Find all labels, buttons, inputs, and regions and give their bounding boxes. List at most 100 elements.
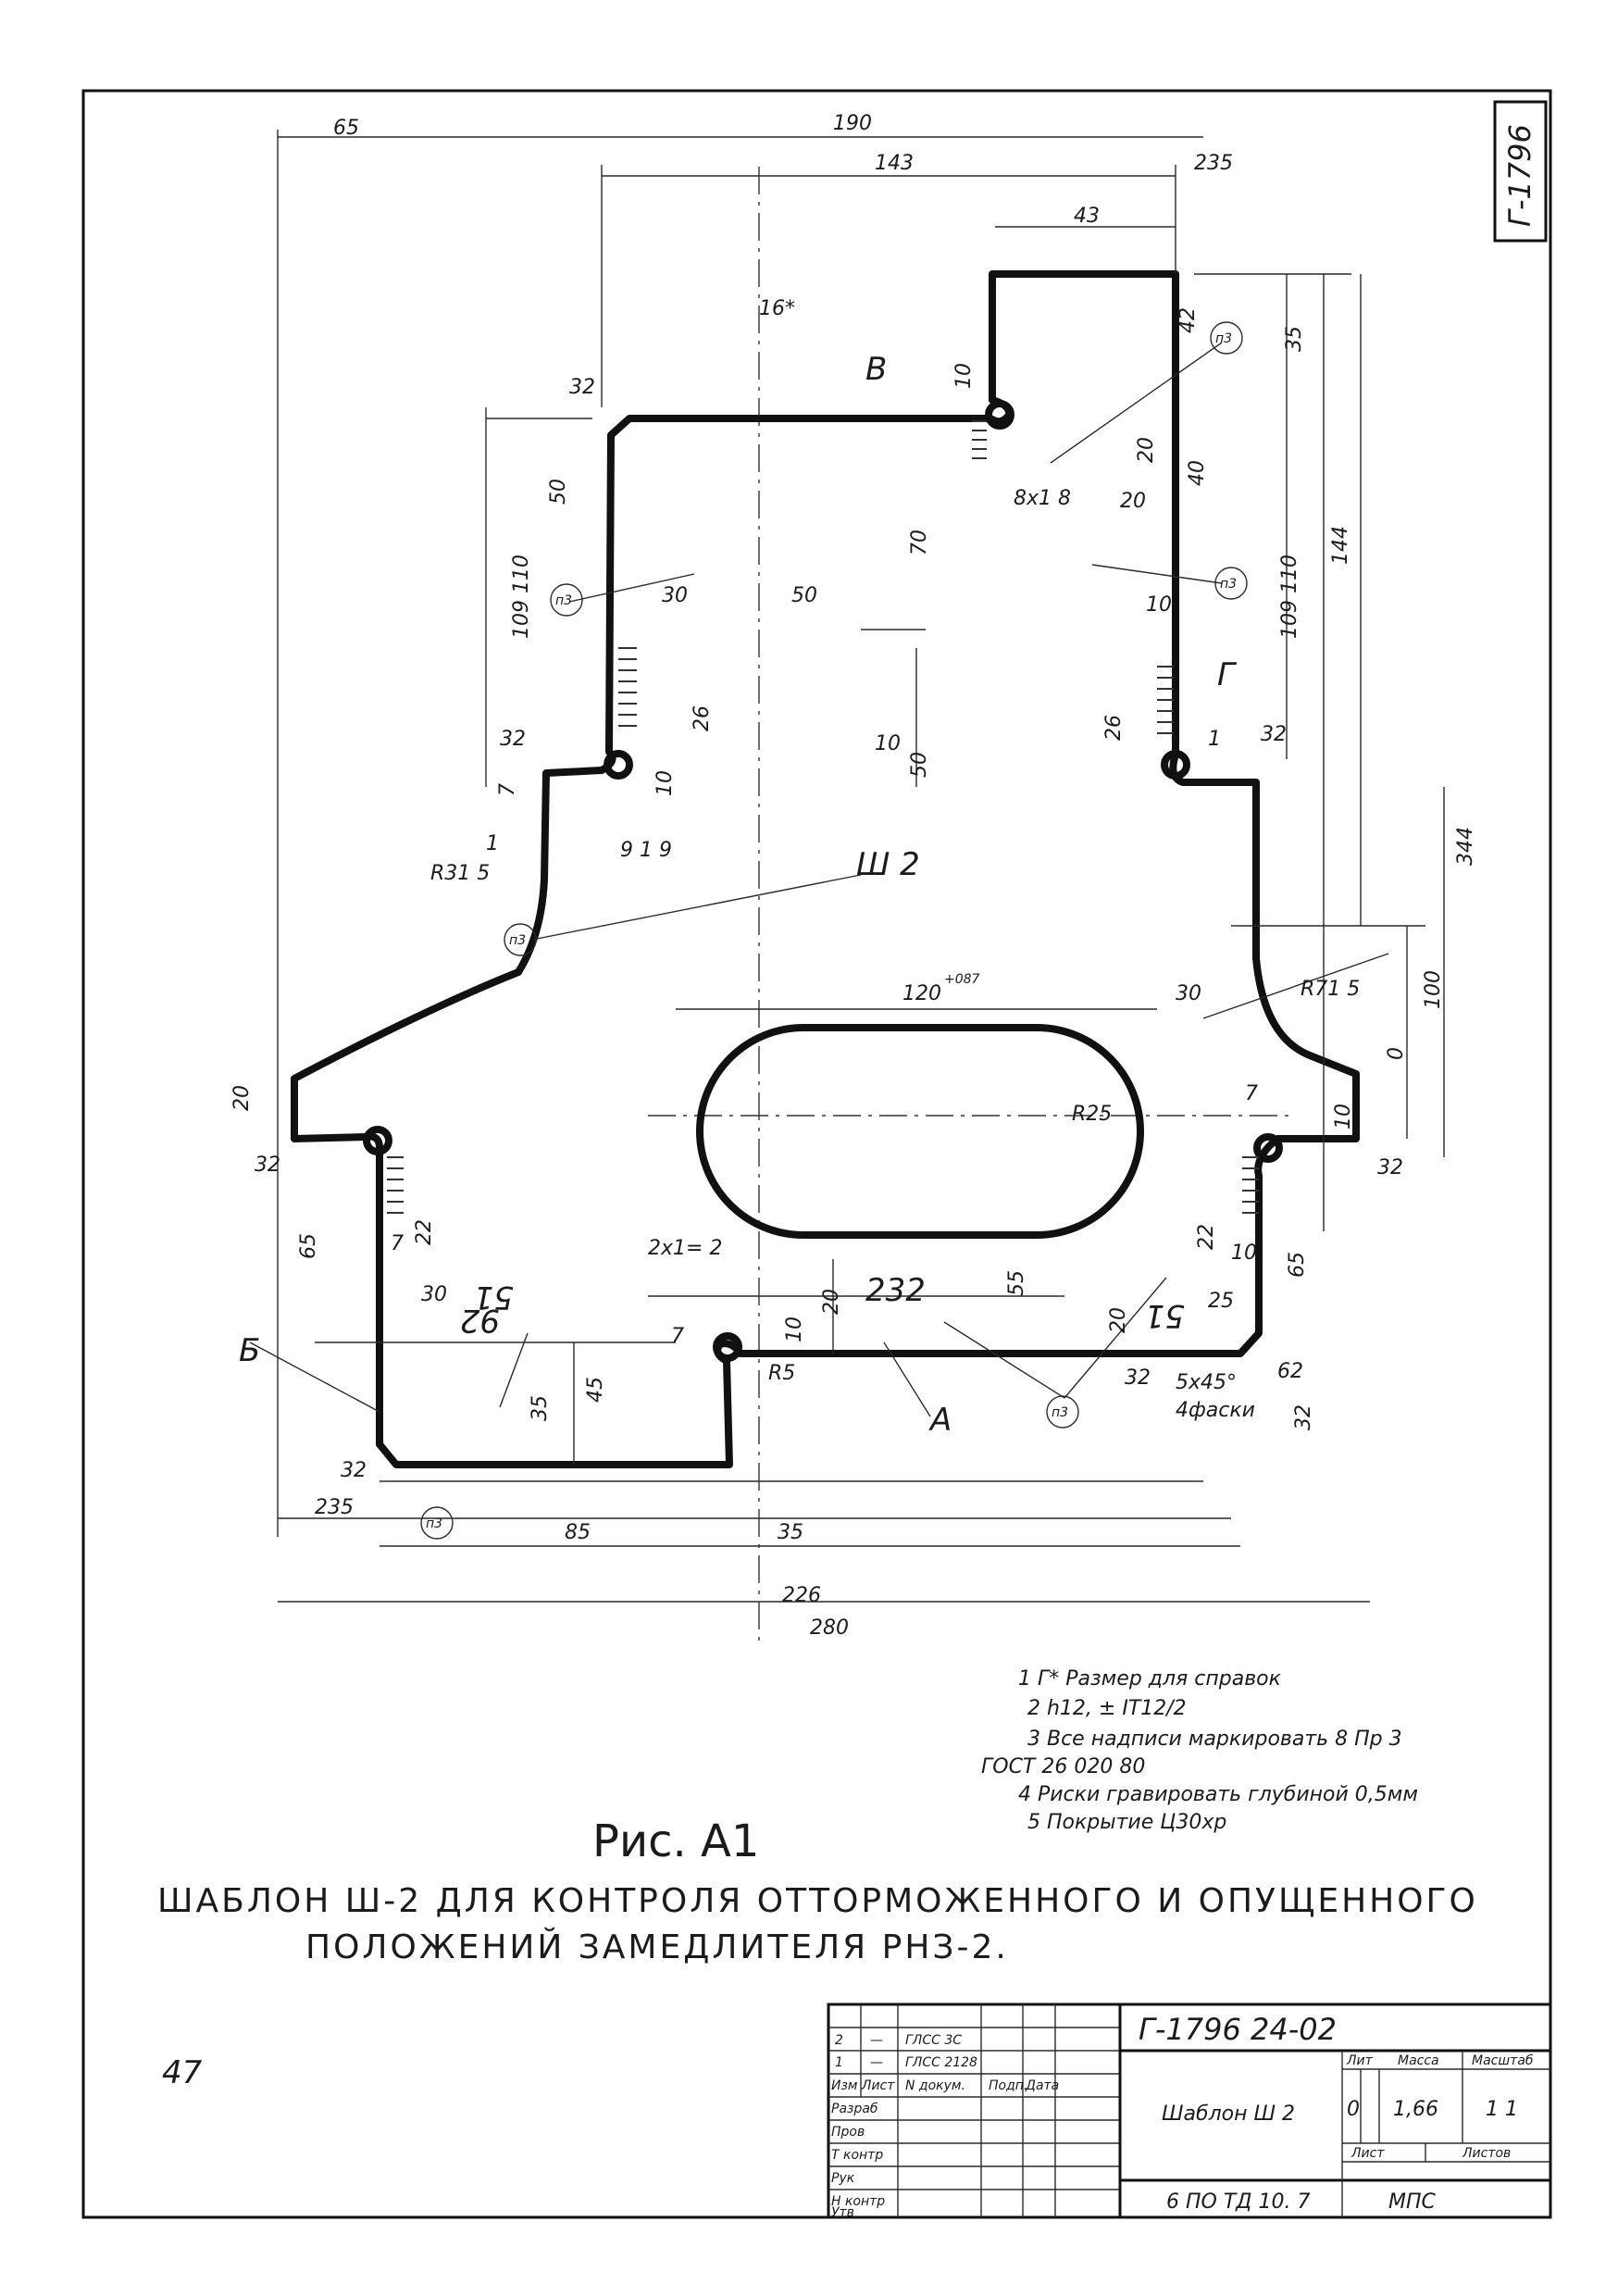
dim-35-b: 35 <box>529 1395 552 1421</box>
note-2: 2 h12, ± IT12/2 <box>1027 1697 1187 1720</box>
leader-lines <box>249 342 1389 1417</box>
dim-32-b: 32 <box>1125 1366 1151 1390</box>
dim-30-c: 30 <box>421 1283 447 1306</box>
tb-scale-value: 1 1 <box>1486 2098 1518 2121</box>
note-3b: ГОСТ 26 020 80 <box>981 1755 1145 1778</box>
callout-p3-2: п3 <box>1215 331 1232 346</box>
tb-sheet-label: Лист <box>1350 2146 1385 2161</box>
tb-doc-name: Шаблон Ш 2 <box>1162 2103 1295 2126</box>
dim-9-19: 9 1 9 <box>620 839 672 862</box>
tb-row-4-c1: Пров <box>831 2125 865 2140</box>
tb-row-0-c2: — <box>870 2033 883 2048</box>
tb-mass-value: 1,66 <box>1393 2098 1438 2121</box>
tb-row-2-c5: Дата <box>1025 2078 1059 2093</box>
dim-10-d: 10 <box>653 770 677 796</box>
note-3: 3 Все надписи маркировать 8 Пр 3 <box>1027 1728 1402 1751</box>
tb-org: МПС <box>1388 2190 1437 2214</box>
callout-p3-4: п3 <box>509 933 526 948</box>
dim-32-left-2: 32 <box>255 1154 280 1177</box>
callout-p3-5: п3 <box>1052 1405 1068 1420</box>
dim-226: 226 <box>782 1584 821 1607</box>
dim-43: 43 <box>1074 205 1100 228</box>
tb-scale-header: Масштаб <box>1472 2053 1534 2068</box>
code-tag-text: Г-1796 <box>1502 124 1537 227</box>
dim-120: 120 <box>902 982 941 1005</box>
title-block: 2 — ГЛСС 3С 1 — ГЛСС 2128 Изм Лист N док… <box>827 2003 1552 2220</box>
callout-p3-1: п3 <box>555 593 572 608</box>
callout-1-right: 1 <box>1208 728 1221 751</box>
tb-mass-header: Масса <box>1398 2053 1439 2068</box>
callout-p3-6: п3 <box>426 1516 442 1531</box>
tb-row-1-c3: ГЛСС 2128 <box>905 2055 977 2070</box>
dim-50-left: 50 <box>547 479 570 505</box>
dim-10-top: 10 <box>952 363 976 389</box>
notch-right-mid <box>1161 750 1190 780</box>
dim-42: 42 <box>1176 307 1200 333</box>
dim-30-b: 30 <box>1176 982 1201 1005</box>
tb-row-5-c1: Т контр <box>831 2148 883 2163</box>
dim-32-right-2: 32 <box>1377 1156 1403 1179</box>
dim-8x18: 8х1 8 <box>1014 487 1071 510</box>
label-51-left: 51 <box>474 1279 514 1316</box>
dim-85: 85 <box>565 1521 591 1544</box>
dim-32-left: 32 <box>500 728 526 751</box>
dim-70: 70 <box>908 530 931 555</box>
dim-120-tolerance: +087 <box>944 972 980 987</box>
tb-lit-header: Лит <box>1346 2053 1374 2068</box>
dim-10-f: 10 <box>1231 1242 1257 1265</box>
dim-40: 40 <box>1186 460 1209 486</box>
tb-lit-value: 0 <box>1347 2098 1360 2121</box>
tb-row-0-c1: 2 <box>835 2033 843 2048</box>
note-4: 4 Риски гравировать глубиной 0,5мм <box>1018 1783 1418 1806</box>
caption-line-1: ШАБЛОН Ш-2 ДЛЯ КОНТРОЛЯ ОТТОРМОЖЕННОГО И… <box>157 1882 1478 1920</box>
dim-20-c: 20 <box>820 1289 843 1315</box>
dim-50-b: 50 <box>908 752 931 778</box>
tb-row-2-c4: Подп. <box>989 2078 1027 2093</box>
label-b: В <box>865 351 887 388</box>
dim-r715: R71 5 <box>1301 978 1360 1001</box>
dim-4faski: 4фаски <box>1176 1399 1255 1422</box>
dim-65-top: 65 <box>333 117 359 140</box>
dim-32-right: 32 <box>1261 723 1287 746</box>
dim-32-d: 32 <box>341 1459 367 1482</box>
dim-7: 7 <box>496 783 519 796</box>
dim-55: 55 <box>1005 1270 1028 1296</box>
label-a: А <box>928 1402 952 1439</box>
dim-10-c: 10 <box>875 732 901 755</box>
tb-row-1-c1: 1 <box>835 2055 843 2070</box>
figure-label: Рис. А1 <box>592 1816 759 1867</box>
label-92: 92 <box>460 1302 500 1339</box>
tb-row-0-c3: ГЛСС 3С <box>905 2033 962 2048</box>
dim-7-b: 7 <box>1245 1082 1258 1105</box>
dim-109-110-left: 109 110 <box>510 555 533 639</box>
dim-0: 0 <box>1385 1047 1408 1060</box>
caption-line-2: ПОЛОЖЕНИЙ ЗАМЕДЛИТЕЛЯ РНЗ-2. <box>305 1928 1009 1966</box>
tb-row-6-c1: Рук <box>831 2171 855 2186</box>
dim-344: 344 <box>1454 827 1477 866</box>
dim-10-b: 10 <box>1146 593 1172 617</box>
tb-row-2-c1: Изм Лист <box>831 2078 895 2093</box>
dim-50: 50 <box>791 584 817 607</box>
dimension-lines <box>277 130 1445 1603</box>
dim-190: 190 <box>833 112 872 135</box>
dim-65-right: 65 <box>1286 1252 1309 1278</box>
dim-7-d: 7 <box>671 1325 684 1348</box>
technical-notes: 1 Г* Размер для справок 2 h12, ± IT12/2 … <box>981 1667 1418 1834</box>
dim-144: 144 <box>1329 526 1352 565</box>
dim-235-top: 235 <box>1194 152 1233 175</box>
dim-100: 100 <box>1422 970 1445 1009</box>
dim-35-right: 35 <box>1283 326 1306 352</box>
label-g: Г <box>1217 656 1238 693</box>
dim-20-left: 20 <box>230 1085 254 1111</box>
scale-hatching <box>387 420 1259 1214</box>
tb-row-1-c2: — <box>870 2055 883 2070</box>
notch-right-low <box>1253 1133 1283 1163</box>
template-outline <box>291 270 1360 1468</box>
dim-32-c: 32 <box>1292 1404 1315 1430</box>
note-1: 1 Г* Размер для справок <box>1018 1667 1282 1691</box>
dim-2x12: 2х1= 2 <box>648 1237 722 1260</box>
drawing-frame <box>81 89 1552 2219</box>
dim-10-e: 10 <box>1332 1104 1355 1129</box>
tb-doc-code: Г-1796 24-02 <box>1139 2012 1337 2047</box>
